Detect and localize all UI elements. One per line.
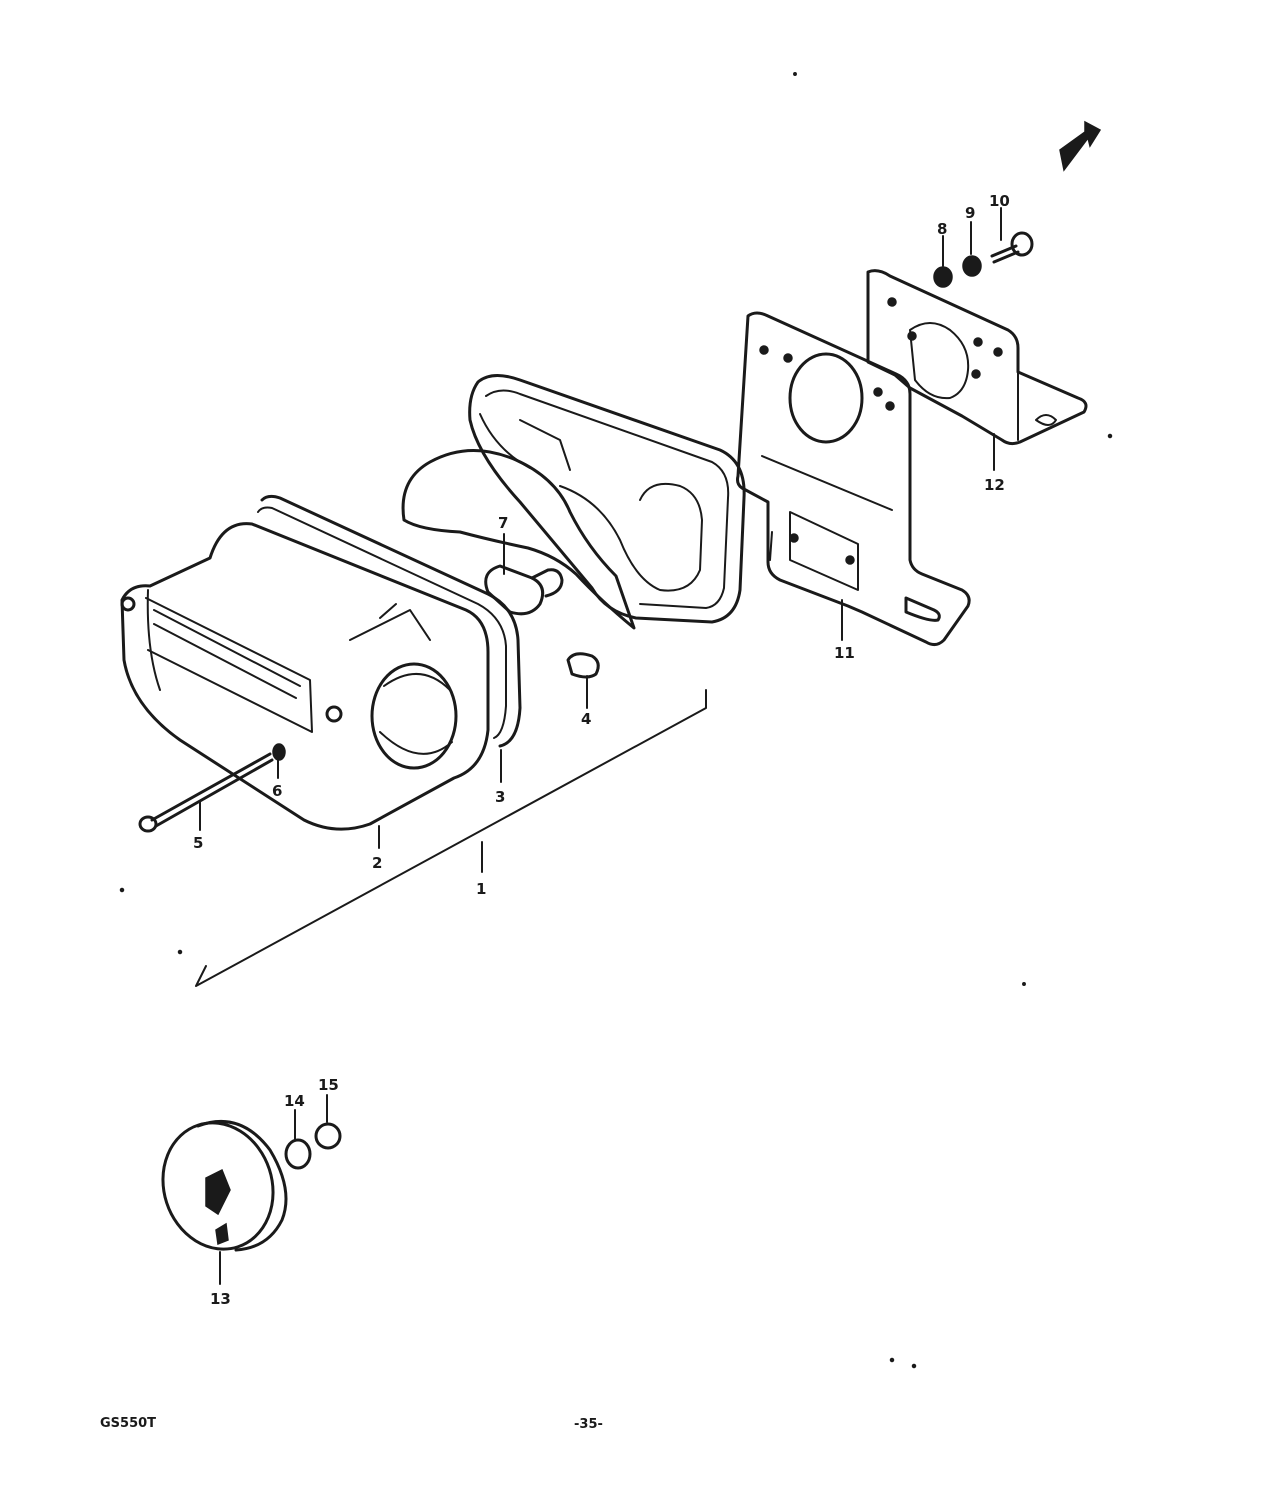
label-part-11: 11 xyxy=(834,644,855,662)
part-3-gasket xyxy=(257,494,522,748)
model-code: GS550T xyxy=(100,1416,157,1431)
leader-lines xyxy=(199,207,1002,1285)
part-2-lens-housing xyxy=(120,522,490,831)
lamp-housing-base xyxy=(468,374,746,624)
scan-speckles xyxy=(119,72,1113,1369)
reflector-shield xyxy=(401,449,636,630)
part-15-nut xyxy=(314,1122,342,1150)
label-part-3: 3 xyxy=(495,788,505,806)
part-14-washer xyxy=(284,1138,312,1170)
part-13-reflector xyxy=(161,1119,288,1252)
front-arrow-icon xyxy=(1059,120,1102,172)
label-part-13: 13 xyxy=(210,1290,231,1308)
label-part-9: 9 xyxy=(965,204,975,222)
label-part-15: 15 xyxy=(318,1076,339,1094)
page-number: -35- xyxy=(574,1417,603,1432)
part-5-screw xyxy=(138,752,274,833)
part-labels: 1 2 3 4 5 6 7 8 9 10 11 12 13 14 15 xyxy=(193,192,1010,1308)
label-part-12: 12 xyxy=(984,476,1005,494)
part-9-washer xyxy=(962,255,982,277)
label-part-7: 7 xyxy=(498,514,508,532)
part-11-plate-bracket xyxy=(736,311,971,647)
label-part-6: 6 xyxy=(272,782,282,800)
part-12-bracket xyxy=(866,269,1088,446)
part-7-bulb xyxy=(484,564,564,616)
label-part-4: 4 xyxy=(581,710,591,728)
label-part-1: 1 xyxy=(476,880,486,898)
part-1-assembly-bracket xyxy=(195,689,707,987)
label-part-8: 8 xyxy=(937,220,947,238)
label-part-10: 10 xyxy=(989,192,1010,210)
part-6-washer xyxy=(272,743,286,761)
label-part-14: 14 xyxy=(284,1092,305,1110)
part-8-nut xyxy=(933,266,953,288)
label-part-5: 5 xyxy=(193,834,203,852)
part-4-small-lens xyxy=(566,652,600,679)
part-10-bolt xyxy=(990,231,1034,264)
label-part-2: 2 xyxy=(372,854,382,872)
